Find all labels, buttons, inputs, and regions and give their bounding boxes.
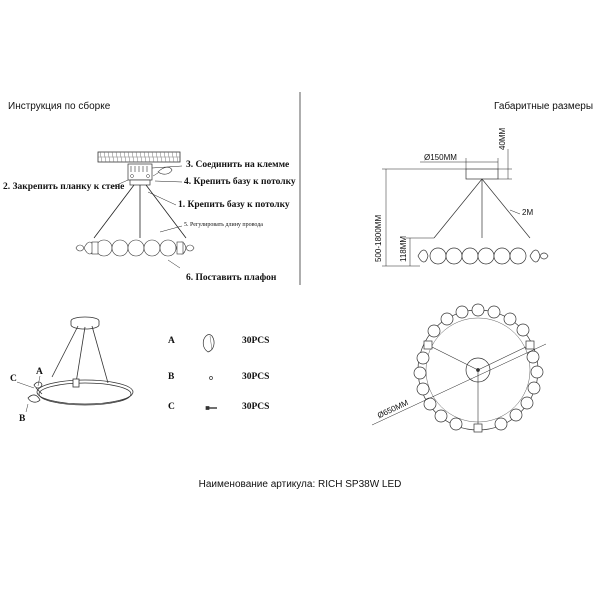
part-a-qty: 30PCS	[242, 336, 270, 346]
canopy-diameter-label: Ø150MM	[424, 153, 457, 162]
part-c-letter: C	[168, 402, 175, 412]
assembled-lamp-3d	[16, 316, 134, 413]
step-3-label: 3. Соединить на клемме	[186, 160, 290, 170]
step-6-label: 6. Поставить плафон	[186, 273, 277, 283]
ring-side-view	[75, 239, 195, 257]
step-2-label: 2. Закрепить планку к стене	[3, 182, 125, 192]
dimension-top-view	[413, 303, 544, 433]
part-a-letter: A	[168, 336, 175, 346]
parts-icons	[202, 334, 217, 410]
ring-connector-icon	[209, 376, 213, 380]
callout-a: A	[36, 367, 43, 377]
assembly-leader-lines	[109, 165, 183, 269]
suspension-cables	[93, 184, 187, 239]
callout-b: B	[19, 414, 26, 424]
ring-height-label: 118MM	[399, 235, 408, 262]
ceiling-plate-diagram	[97, 151, 181, 186]
article-name: Наименование артикула: RICH SP38W LED	[198, 479, 402, 490]
crystal-piece-icon	[202, 334, 215, 353]
drop-length-label: 500-1800MM	[374, 214, 383, 262]
part-c-qty: 30PCS	[242, 402, 270, 412]
step-4-label: 4. Крепить базу к потолку	[184, 177, 296, 187]
part-b-letter: B	[168, 372, 175, 382]
step-1-label: 1. Крепить базу к потолку	[178, 200, 290, 210]
dimension-side-view	[417, 168, 549, 265]
canopy-height-label: 40MM	[498, 127, 507, 150]
header-dimensions: Габаритные размеры	[494, 101, 594, 112]
part-b-qty: 30PCS	[242, 372, 270, 382]
header-assembly: Инструкция по сборке	[8, 101, 111, 112]
ring-diameter-line	[371, 343, 547, 426]
wire-length-label: 2M	[522, 208, 534, 217]
callout-c: C	[10, 374, 17, 384]
dimension-lines	[382, 149, 521, 267]
step-5-label: 5. Регулировать длину провода	[184, 222, 263, 228]
